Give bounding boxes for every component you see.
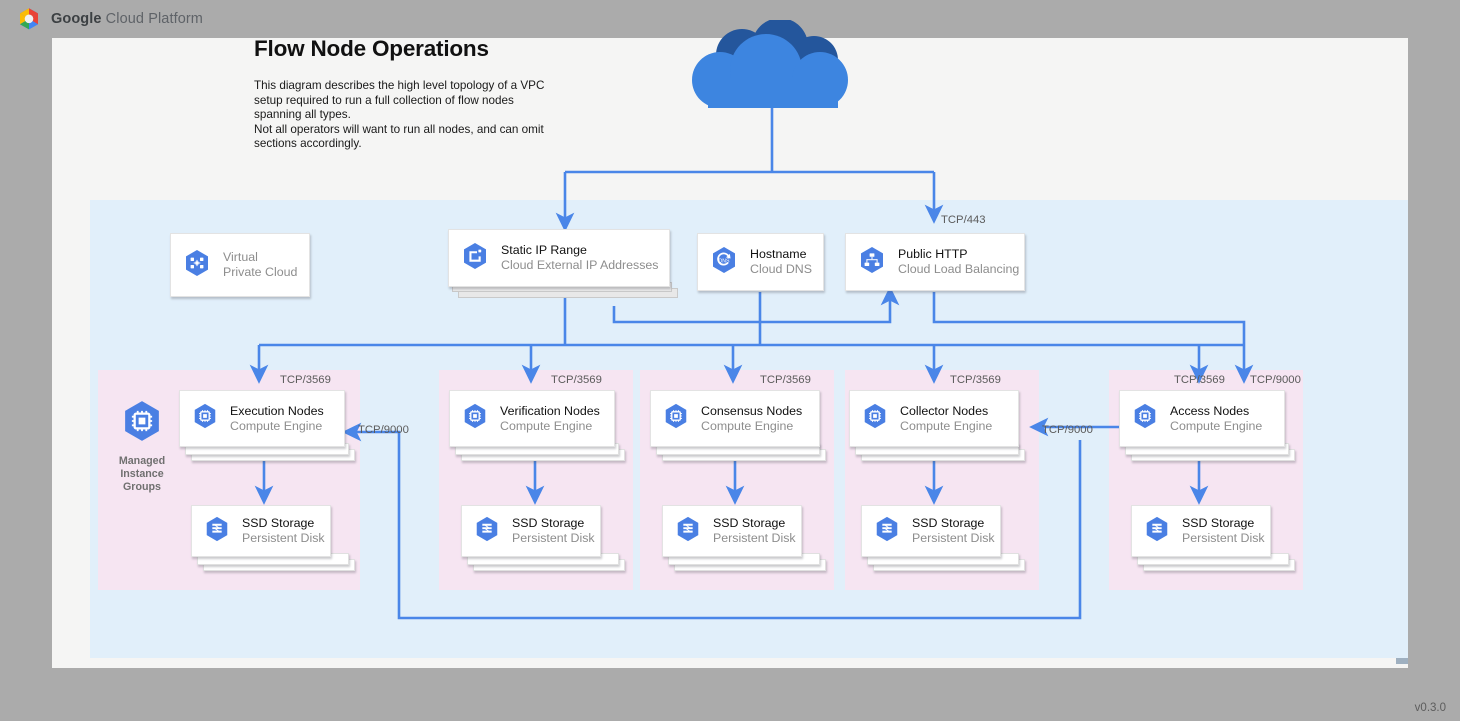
storage-title: SSD Storage	[1182, 516, 1255, 530]
version-label: v0.3.0	[1414, 702, 1446, 714]
port-label-access-lb: TCP/9000	[1250, 374, 1301, 386]
port-label-execution-in: TCP/3569	[280, 374, 331, 386]
storage-subtitle: Persistent Disk	[912, 531, 995, 545]
page-description: This diagram describes the high level to…	[254, 79, 545, 151]
storage-card-execution[interactable]: SSD Storage Persistent Disk	[191, 505, 331, 557]
node-card-execution-nodes[interactable]: Execution Nodes Compute Engine	[179, 390, 345, 447]
node-title: Static IP Range	[501, 243, 587, 257]
app-header	[0, 0, 1460, 38]
compute-engine-icon	[861, 402, 889, 435]
cloud-load-balancing-icon	[857, 245, 887, 280]
port-label-verification-in: TCP/3569	[551, 374, 602, 386]
cloud-icon	[680, 18, 866, 117]
storage-subtitle: Persistent Disk	[713, 531, 796, 545]
storage-card-text: SSD Storage Persistent Disk	[912, 516, 995, 546]
storage-card-text: SSD Storage Persistent Disk	[1182, 516, 1265, 546]
persistent-disk-icon	[873, 515, 901, 548]
node-card-text: Consensus Nodes Compute Engine	[701, 404, 802, 434]
storage-subtitle: Persistent Disk	[1182, 531, 1265, 545]
node-title: Execution Nodes	[230, 403, 324, 418]
compute-engine-icon	[662, 402, 690, 435]
managed-instance-groups-icon	[119, 401, 165, 448]
cloud-dns-icon: DNS	[709, 245, 739, 280]
node-subtitle: Private Cloud	[223, 265, 298, 279]
node-subtitle: Cloud External IP Addresses	[501, 258, 659, 272]
node-card-static-ip-range[interactable]: Static IP Range Cloud External IP Addres…	[448, 229, 670, 287]
port-label-collector-in: TCP/3569	[950, 374, 1001, 386]
node-title: Virtual	[223, 250, 258, 264]
node-card-text: Public HTTP Cloud Load Balancing	[898, 247, 1019, 277]
storage-title: SSD Storage	[512, 516, 585, 530]
node-title: Public HTTP	[898, 247, 968, 261]
managed-instance-groups-label: Managed Instance Groups	[118, 455, 166, 493]
node-card-access-nodes[interactable]: Access Nodes Compute Engine	[1119, 390, 1285, 447]
page-title: Flow Node Operations	[254, 36, 489, 61]
storage-card-access[interactable]: SSD Storage Persistent Disk	[1131, 505, 1271, 557]
storage-card-consensus[interactable]: SSD Storage Persistent Disk	[662, 505, 802, 557]
node-card-text: Verification Nodes Compute Engine	[500, 404, 600, 434]
port-label-access-to-collector: TCP/9000	[1042, 424, 1093, 436]
storage-card-text: SSD Storage Persistent Disk	[512, 516, 595, 546]
node-card-public-http[interactable]: Public HTTP Cloud Load Balancing	[845, 233, 1025, 291]
node-subtitle: Cloud DNS	[750, 262, 812, 276]
node-title: Access Nodes	[1170, 403, 1250, 418]
brand-label: Google Cloud Platform	[51, 11, 203, 27]
port-label-consensus-in: TCP/3569	[760, 374, 811, 386]
node-title: Hostname	[750, 247, 807, 261]
compute-engine-icon	[191, 402, 219, 435]
virtual-private-cloud-icon	[182, 248, 212, 283]
node-card-virtual-private-cloud[interactable]: Virtual Private Cloud	[170, 233, 310, 297]
node-title: Verification Nodes	[500, 403, 600, 418]
node-subtitle: Compute Engine	[230, 418, 323, 433]
port-label-access-in: TCP/3569	[1174, 374, 1225, 386]
persistent-disk-icon	[473, 515, 501, 548]
compute-engine-icon	[1131, 402, 1159, 435]
node-card-verification-nodes[interactable]: Verification Nodes Compute Engine	[449, 390, 615, 447]
persistent-disk-icon	[203, 515, 231, 548]
storage-title: SSD Storage	[912, 516, 985, 530]
storage-title: SSD Storage	[242, 516, 315, 530]
node-card-text: Hostname Cloud DNS	[750, 247, 812, 277]
managed-instance-groups: Managed Instance Groups	[112, 398, 172, 494]
brand-bold: Google	[51, 11, 102, 27]
storage-card-verification[interactable]: SSD Storage Persistent Disk	[461, 505, 601, 557]
node-subtitle: Compute Engine	[500, 418, 593, 433]
port-label-https: TCP/443	[941, 214, 986, 226]
compute-engine-icon	[461, 402, 489, 435]
node-card-text: Virtual Private Cloud	[223, 250, 297, 280]
node-card-text: Access Nodes Compute Engine	[1170, 404, 1262, 434]
gcp-hexagon-logo-icon	[16, 6, 42, 32]
node-title: Collector Nodes	[900, 403, 989, 418]
persistent-disk-icon	[1143, 515, 1171, 548]
node-subtitle: Cloud Load Balancing	[898, 262, 1020, 276]
storage-subtitle: Persistent Disk	[242, 531, 325, 545]
node-card-hostname[interactable]: DNS Hostname Cloud DNS	[697, 233, 824, 291]
cloud-external-ip-icon	[460, 241, 490, 276]
brand: Google Cloud Platform	[16, 6, 203, 32]
persistent-disk-icon	[674, 515, 702, 548]
node-card-text: Static IP Range Cloud External IP Addres…	[501, 243, 659, 273]
node-subtitle: Compute Engine	[900, 418, 993, 433]
node-card-text: Execution Nodes Compute Engine	[230, 404, 324, 434]
node-card-collector-nodes[interactable]: Collector Nodes Compute Engine	[849, 390, 1019, 447]
node-card-consensus-nodes[interactable]: Consensus Nodes Compute Engine	[650, 390, 820, 447]
node-title: Consensus Nodes	[701, 403, 803, 418]
storage-title: SSD Storage	[713, 516, 786, 530]
svg-text:DNS: DNS	[719, 258, 730, 264]
storage-card-collector[interactable]: SSD Storage Persistent Disk	[861, 505, 1001, 557]
node-subtitle: Compute Engine	[1170, 418, 1263, 433]
brand-rest: Cloud Platform	[101, 11, 203, 27]
storage-card-text: SSD Storage Persistent Disk	[242, 516, 325, 546]
port-label-access-to-execution: TCP/9000	[358, 424, 409, 436]
node-subtitle: Compute Engine	[701, 418, 794, 433]
node-card-text: Collector Nodes Compute Engine	[900, 404, 992, 434]
storage-card-text: SSD Storage Persistent Disk	[713, 516, 796, 546]
storage-subtitle: Persistent Disk	[512, 531, 595, 545]
